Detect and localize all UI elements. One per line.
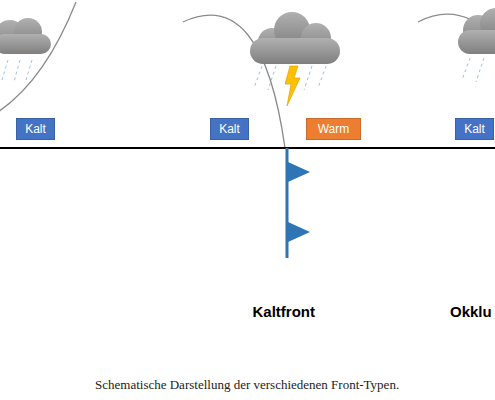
cold-front-symbol [287,148,310,258]
air-mass-tag: Kalt [210,118,249,140]
air-mass-tag: Kalt [455,118,494,140]
front-type-label: Okklu [450,303,492,320]
front-surface [0,2,76,112]
thunder-cloud [250,12,340,106]
front-surface [183,15,285,148]
ground-line [0,147,495,149]
air-mass-label: Kalt [219,122,240,136]
front-type-label: Kaltfront [253,303,316,320]
rain-cloud [0,18,51,82]
air-mass-label: Kalt [25,122,46,136]
air-mass-tag: Warm [306,118,361,140]
rain-cloud [458,8,495,82]
figure-caption: Schematische Darstellung der verschieden… [95,377,399,393]
air-mass-label: Warm [318,122,350,136]
air-mass-tag: Kalt [16,118,55,140]
air-mass-label: Kalt [464,122,485,136]
